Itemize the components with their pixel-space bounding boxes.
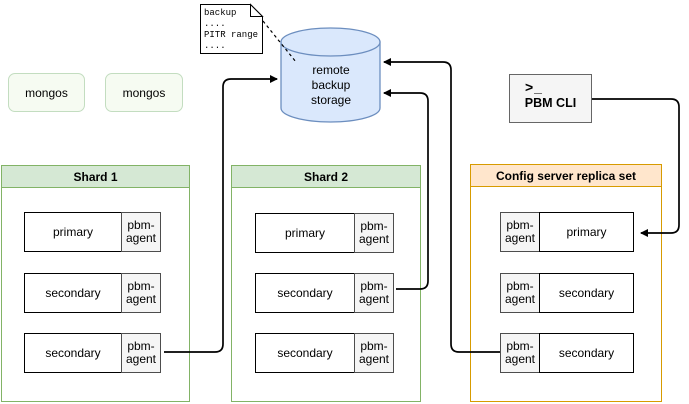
remote-backup-storage-label: remote backup storage [286, 63, 376, 108]
replica-member-row: secondary pbm-agent [255, 273, 394, 313]
cluster-shard-1: Shard 1 primary pbm-agent secondary pbm-… [1, 165, 190, 402]
storage-cylinder-top [280, 27, 381, 57]
node-box: primary [539, 212, 634, 252]
node-box: secondary [539, 333, 634, 373]
replica-member-row: secondary pbm-agent [255, 333, 394, 373]
pbm-cli-label: PBM CLI [524, 96, 577, 110]
cluster-shard-2: Shard 2 primary pbm-agent secondary pbm-… [231, 165, 421, 402]
replica-member-row: pbm-agent secondary [500, 273, 634, 313]
storage-label-line: backup [311, 78, 351, 92]
terminal-prompt-icon: >_ [525, 79, 543, 95]
pbm-agent-box: pbm-agent [500, 273, 540, 313]
pbm-agent-box: pbm-agent [121, 333, 161, 373]
node-box: secondary [255, 273, 355, 313]
node-box: secondary [255, 333, 355, 373]
replica-member-row: pbm-agent primary [500, 212, 634, 252]
cluster-title: Shard 1 [2, 166, 189, 188]
replica-member-row: secondary pbm-agent [24, 273, 161, 313]
note-line: backup [204, 8, 237, 18]
pbm-cli-box: >_ PBM CLI [509, 74, 592, 123]
note-line: PITR range [204, 30, 259, 40]
pbm-agent-box: pbm-agent [121, 212, 161, 252]
backup-note: backup .... PITR range .... [204, 8, 262, 52]
replica-member-row: pbm-agent secondary [500, 333, 634, 373]
cluster-config-server-replica-set: Config server replica set pbm-agent prim… [470, 164, 662, 402]
pbm-agent-box: pbm-agent [121, 273, 161, 313]
note-line: .... [204, 41, 226, 51]
mongos-label: mongos [25, 85, 68, 100]
node-box: primary [255, 213, 355, 253]
mongos-box: mongos [105, 73, 183, 112]
pbm-agent-box: pbm-agent [354, 273, 394, 313]
connector-note-to-storage-dashed [262, 20, 297, 63]
cluster-title: Config server replica set [471, 165, 661, 187]
mongos-label: mongos [122, 85, 166, 100]
pbm-agent-box: pbm-agent [500, 212, 540, 252]
replica-member-row: primary pbm-agent [24, 212, 161, 252]
mongos-box: mongos [8, 73, 85, 112]
pbm-agent-box: pbm-agent [354, 333, 394, 373]
replica-member-row: secondary pbm-agent [24, 333, 161, 373]
storage-label-line: remote [312, 63, 350, 77]
replica-member-row: primary pbm-agent [255, 213, 394, 253]
pbm-agent-box: pbm-agent [500, 333, 540, 373]
node-box: secondary [24, 273, 122, 313]
node-box: secondary [24, 333, 122, 373]
cluster-title: Shard 2 [232, 166, 420, 188]
node-box: secondary [539, 273, 634, 313]
node-box: primary [24, 212, 122, 252]
note-line: .... [204, 19, 226, 29]
storage-label-line: storage [310, 93, 352, 107]
pbm-agent-box: pbm-agent [354, 213, 394, 253]
